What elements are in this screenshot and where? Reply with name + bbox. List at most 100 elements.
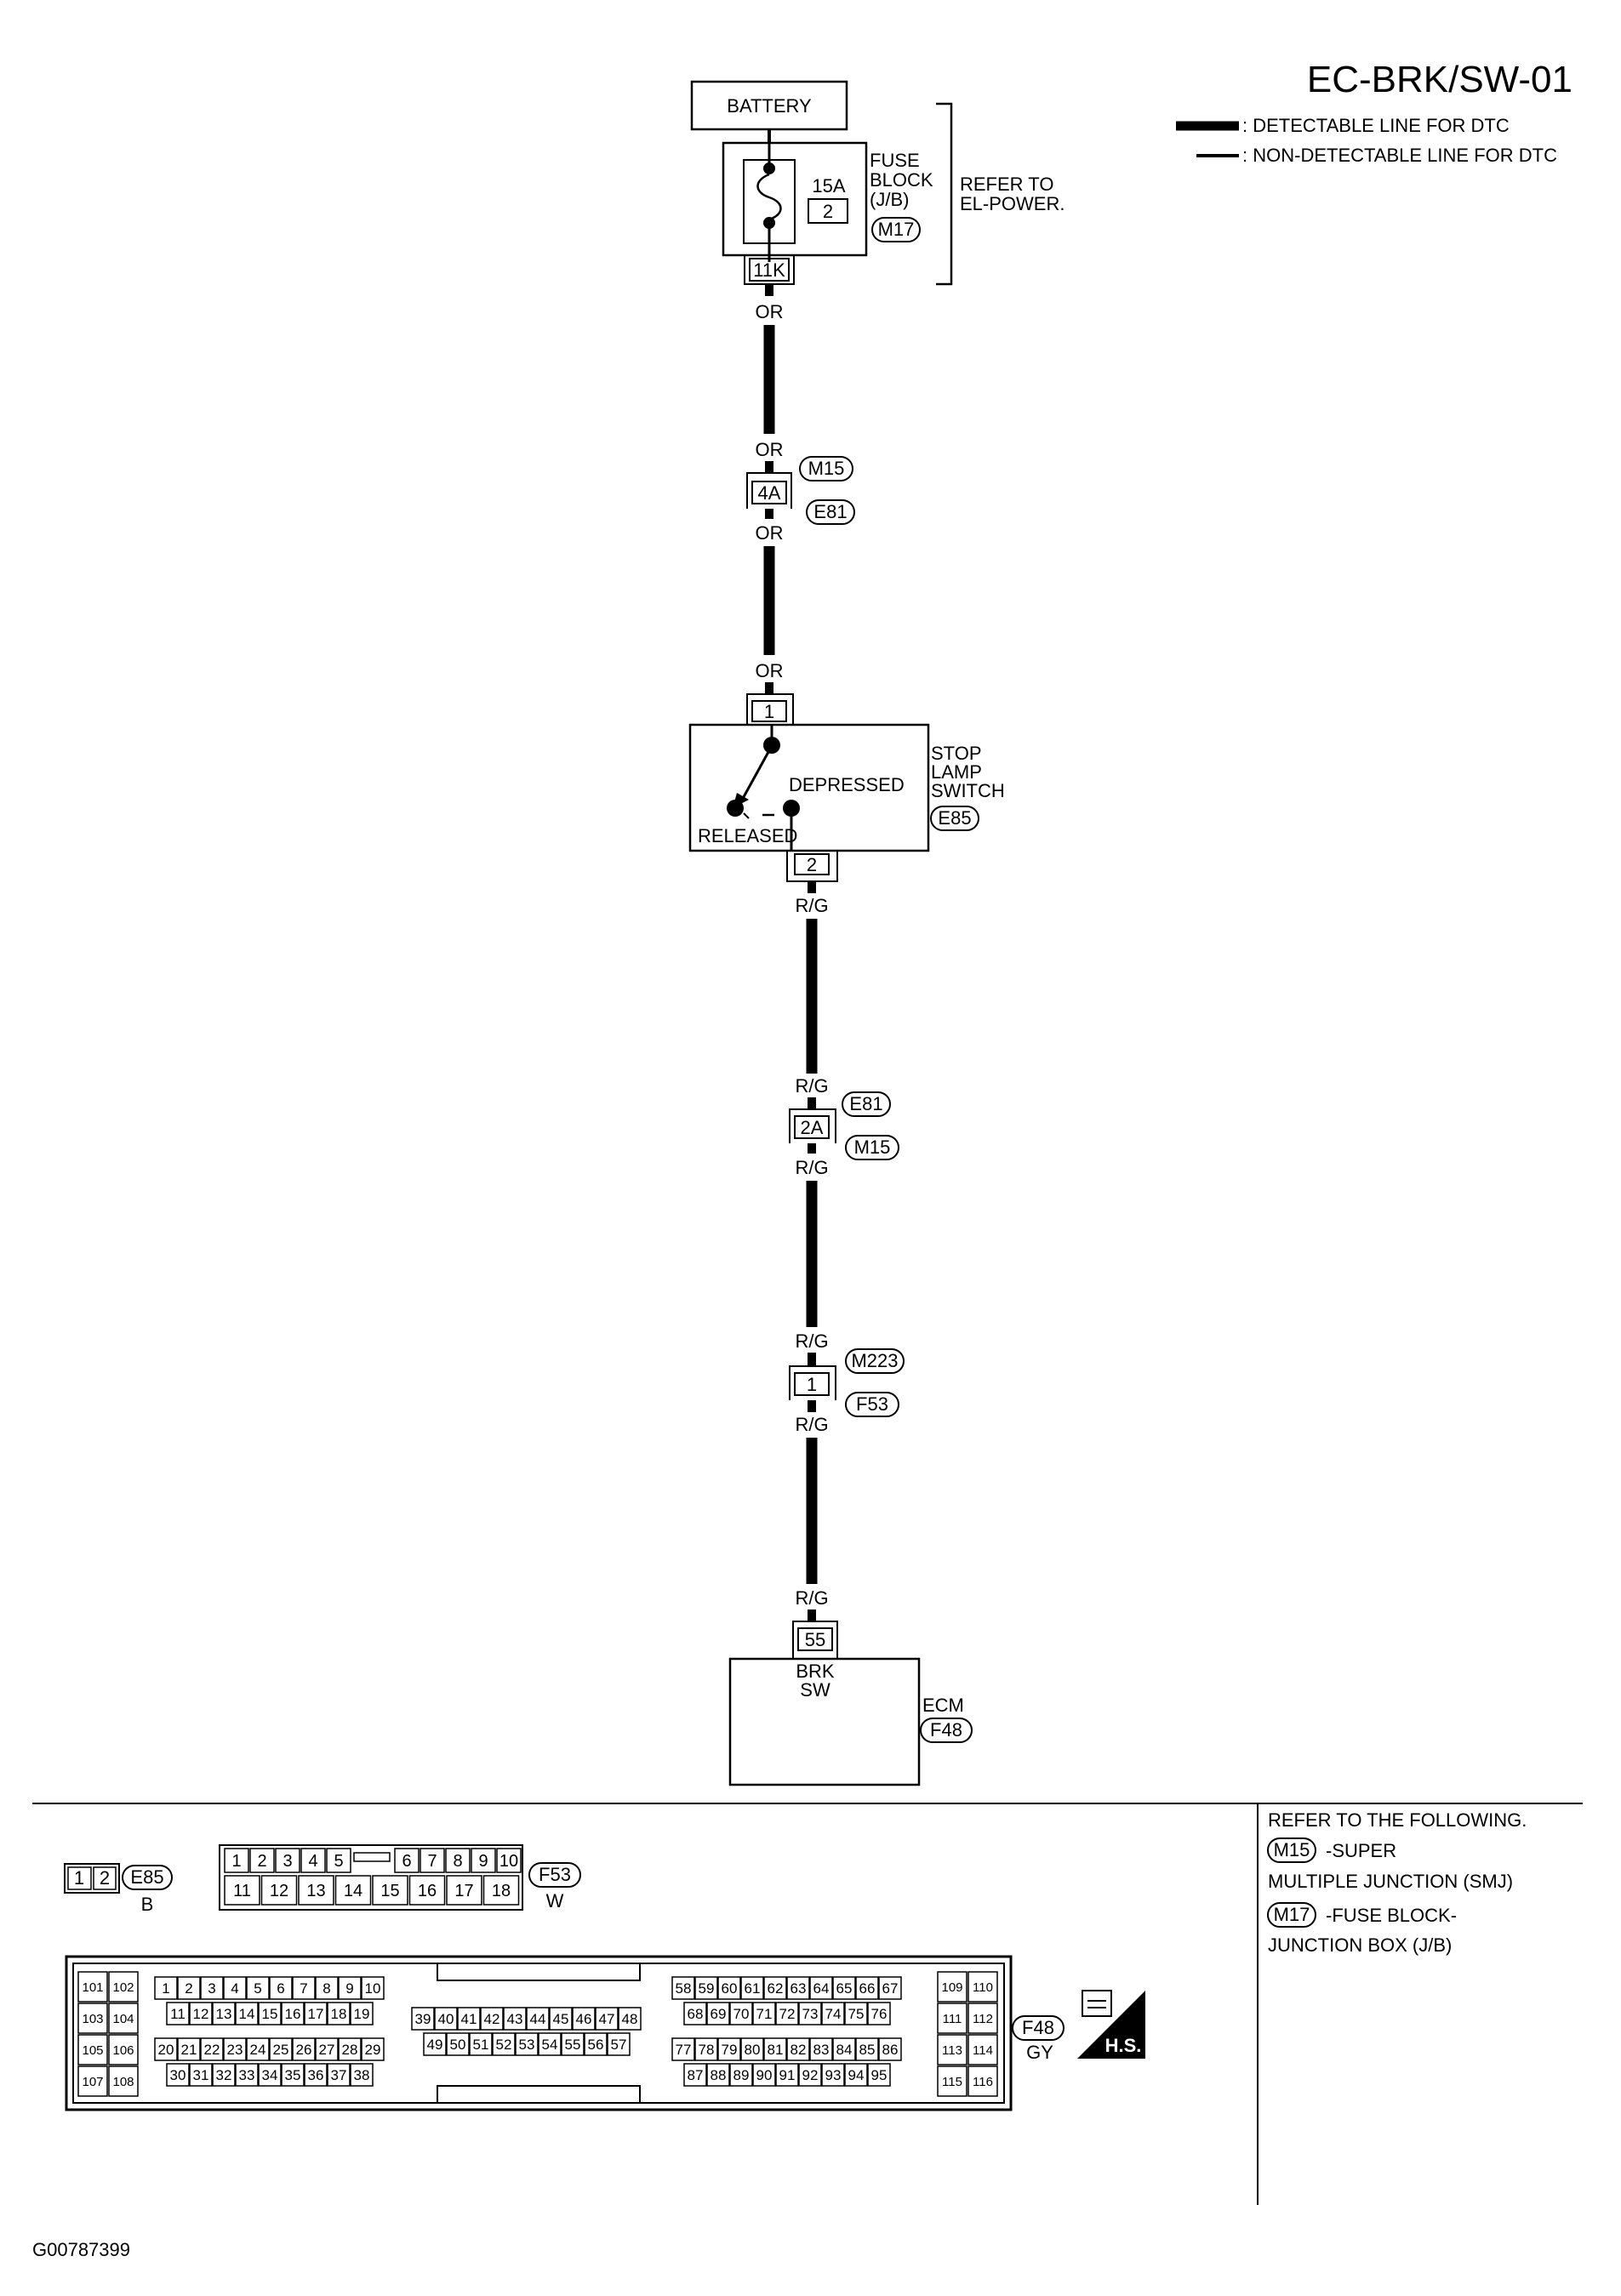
f48-pin-cell [480, 2007, 504, 2031]
f48-pin: 83 [813, 2042, 830, 2058]
f48-pin: 101 [82, 1980, 103, 1995]
f48-pin-cell [967, 2065, 998, 2097]
f48-pin: 11 [170, 2006, 186, 2022]
hs-label: H.S. [1105, 2035, 1142, 2056]
f48-pin: 50 [450, 2037, 466, 2053]
fuse-number: 2 [823, 201, 833, 222]
f48-pin-cell [338, 2037, 362, 2061]
f48-pin-cell [867, 2063, 891, 2087]
terminal-55: 55 [805, 1629, 825, 1650]
f48-pin: 25 [273, 2042, 289, 2058]
f48-pin-cell [503, 2007, 527, 2031]
fuse-icon [756, 173, 782, 221]
f53-pin-cell [224, 1875, 260, 1906]
f48-pin-cell [821, 2063, 845, 2087]
f48-pin: 17 [308, 2006, 324, 2022]
f48-pin-cell [315, 2037, 339, 2061]
f48-pin: 41 [461, 2011, 477, 2027]
f48-pin-cell [315, 1976, 339, 2000]
f48-pin-cell [166, 2063, 190, 2087]
released-contact [727, 800, 744, 817]
f48-pin-cell [618, 2007, 642, 2031]
f53-pin-cell [482, 1875, 520, 1906]
f48-pin-cell [832, 1976, 856, 2000]
f53-pin: 13 [306, 1882, 325, 1900]
f53-pin-cell [445, 1848, 471, 1873]
f48-pin-cell [683, 2002, 707, 2025]
f48-pin: 86 [882, 2042, 899, 2058]
fuse-top-node [763, 162, 775, 174]
f53-pin: 18 [492, 1882, 511, 1900]
f48-pin-cell [967, 1971, 998, 2003]
f48-pin: 53 [519, 2037, 535, 2053]
f48-pin-cell [809, 1976, 833, 2000]
f53-pin: 15 [380, 1882, 399, 1900]
f48-pin-cell [223, 2037, 247, 2061]
ecm-pin-label-1: BRK [796, 1661, 835, 1682]
f48-pin: 114 [973, 2043, 993, 2058]
f48-pin: 49 [427, 2037, 443, 2053]
f48-pin-cell [844, 2063, 868, 2087]
f48-pin: 112 [973, 2012, 993, 2026]
f48-pin-cell [246, 2037, 270, 2061]
f48-pin-cell [967, 2034, 998, 2065]
f48-pin: 31 [193, 2067, 209, 2083]
f53-pin-cell [394, 1848, 420, 1873]
f48-pin-cell [269, 2037, 293, 2061]
f48-pin: 18 [331, 2006, 347, 2022]
f48-pin: 88 [711, 2067, 727, 2083]
f48-view-id: F48 [1022, 2017, 1054, 2038]
f48-pin: 44 [530, 2011, 546, 2027]
f48-pin-cell [77, 1971, 108, 2003]
f48-pin: 21 [181, 2042, 197, 2058]
f48-pin-cell [327, 2063, 351, 2087]
refer-m17-text: -FUSE BLOCK- [1326, 1905, 1457, 1926]
f53-pin-cell [471, 1848, 496, 1873]
document-code: G00787399 [32, 2239, 130, 2260]
f48-pin-cell [77, 2003, 108, 2034]
f48-pin-cell [878, 1976, 902, 2000]
f48-pin-cell [538, 2032, 562, 2056]
wire-color-rg-2: R/G [795, 1075, 828, 1097]
f48-pin-cell [492, 2032, 516, 2056]
connector-e81-b: E81 [849, 1093, 882, 1114]
f48-color: GY [1026, 2042, 1053, 2063]
f48-pin-cell [189, 2002, 213, 2025]
f48-pin-cell [108, 2003, 139, 2034]
f48-pin-cell [235, 2063, 259, 2087]
connector-m223: M223 [851, 1350, 898, 1371]
f48-pin: 87 [688, 2067, 704, 2083]
f48-pin-cell [258, 2002, 282, 2025]
f48-pin: 93 [825, 2067, 842, 2083]
f48-pin-cell [706, 2002, 730, 2025]
f48-pin: 107 [82, 2075, 103, 2089]
f48-pin: 55 [565, 2037, 581, 2053]
f48-pin-cell [729, 2002, 753, 2025]
f48-pin-cell [844, 2002, 868, 2025]
refer-m17-id: M17 [1274, 1904, 1310, 1925]
fuse-rating: 15A [812, 175, 845, 197]
f48-pin-cell [361, 2037, 385, 2061]
f48-pin: 108 [112, 2075, 134, 2089]
wire-color-rg-6: R/G [795, 1587, 828, 1609]
f48-pin-cell [200, 2037, 224, 2061]
refer-m15-text: -SUPER [1326, 1840, 1396, 1861]
legend-detectable: : DETECTABLE LINE FOR DTC [1242, 115, 1510, 136]
f48-pin: 36 [308, 2067, 324, 2083]
terminal-4a: 4A [758, 482, 781, 504]
f53-pin: 10 [499, 1852, 518, 1871]
fuse-connector-m17: M17 [878, 219, 915, 240]
f48-pin-cell [77, 2065, 108, 2097]
f48-pin: 24 [250, 2042, 266, 2058]
f53-pin-cell [326, 1848, 351, 1873]
switch-depressed-label: DEPRESSED [789, 774, 905, 795]
fuse-block-label-3: (J/B) [870, 189, 909, 210]
ecm-label: ECM [922, 1695, 964, 1716]
f48-pin-cell [717, 1976, 741, 2000]
junction-1: 1 M223 F53 [789, 1348, 905, 1417]
connector-m15-a: M15 [808, 458, 845, 479]
f48-pin: 34 [262, 2067, 278, 2083]
f48-pin-cell [235, 2002, 259, 2025]
terminal-switch-2: 2 [807, 854, 817, 875]
f48-pin-cell [937, 2065, 967, 2097]
